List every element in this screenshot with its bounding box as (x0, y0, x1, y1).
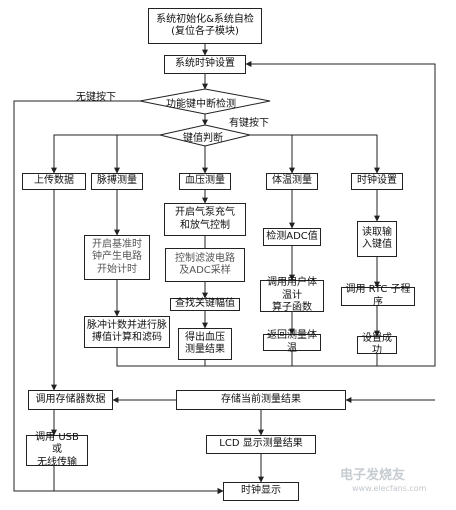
label-no-key: 无键按下 (76, 92, 116, 103)
node-lcd-display: LCD 显示测量结果 (206, 435, 316, 454)
node-temp-step2: 调用用户体温计 算子函数 (260, 277, 324, 313)
node-clock-set: 时钟设置 (351, 173, 403, 190)
node-init: 系统初始化&系统自检 (复位各子模块) (148, 8, 262, 44)
node-clock-display: 时钟显示 (223, 482, 299, 501)
node-pulse-step1: 开启基准时 钟产生电路 开始计时 (84, 235, 150, 280)
label-func-key-detect: 功能键中断检测 (166, 99, 236, 110)
node-temp-step1: 检测ADC值 (263, 228, 321, 246)
node-bp-step1: 开启气泵充气 和放气控制 (164, 203, 246, 236)
node-clock-step2: 调用 RTC 子程序 (341, 284, 415, 308)
func-key-detect-diamond (139, 88, 271, 115)
node-pulse-measure: 脉搏测量 (91, 173, 143, 190)
label-key-judge: 键值判断 (183, 133, 223, 144)
node-bp-measure: 血压测量 (179, 173, 231, 190)
node-pulse-step2: 脉冲计数并进行脉 搏值计算和滤码 (84, 316, 170, 348)
node-upload: 上传数据 (22, 173, 86, 190)
arrow-return-loop (245, 61, 436, 367)
node-clock-step3: 设置成功 (357, 333, 397, 356)
label-has-key: 有键按下 (229, 118, 269, 129)
node-clock-set-main: 系统时钟设置 (164, 55, 246, 74)
node-call-storage: 调用存储器数据 (28, 390, 113, 410)
node-temp-step3: 返回测量体温 (263, 330, 321, 354)
node-store-result: 存储当前测量结果 (176, 390, 346, 410)
watermark-url: www.elecfans.com (352, 484, 427, 493)
watermark-logo: 电子发烧友 (340, 468, 406, 483)
node-bp-step4: 得出血压 测量结果 (178, 328, 232, 360)
node-clock-step1: 读取输 入键值 (357, 221, 397, 257)
node-temp-measure: 体温测量 (266, 173, 318, 190)
node-bp-step3: 查找关键幅值 (170, 298, 240, 311)
branch-bus (51, 134, 160, 174)
node-usb-wireless: 调用 USB 或 无线传输 (26, 432, 88, 468)
node-bp-step2: 控制滤波电路 及ADC采样 (165, 248, 245, 282)
